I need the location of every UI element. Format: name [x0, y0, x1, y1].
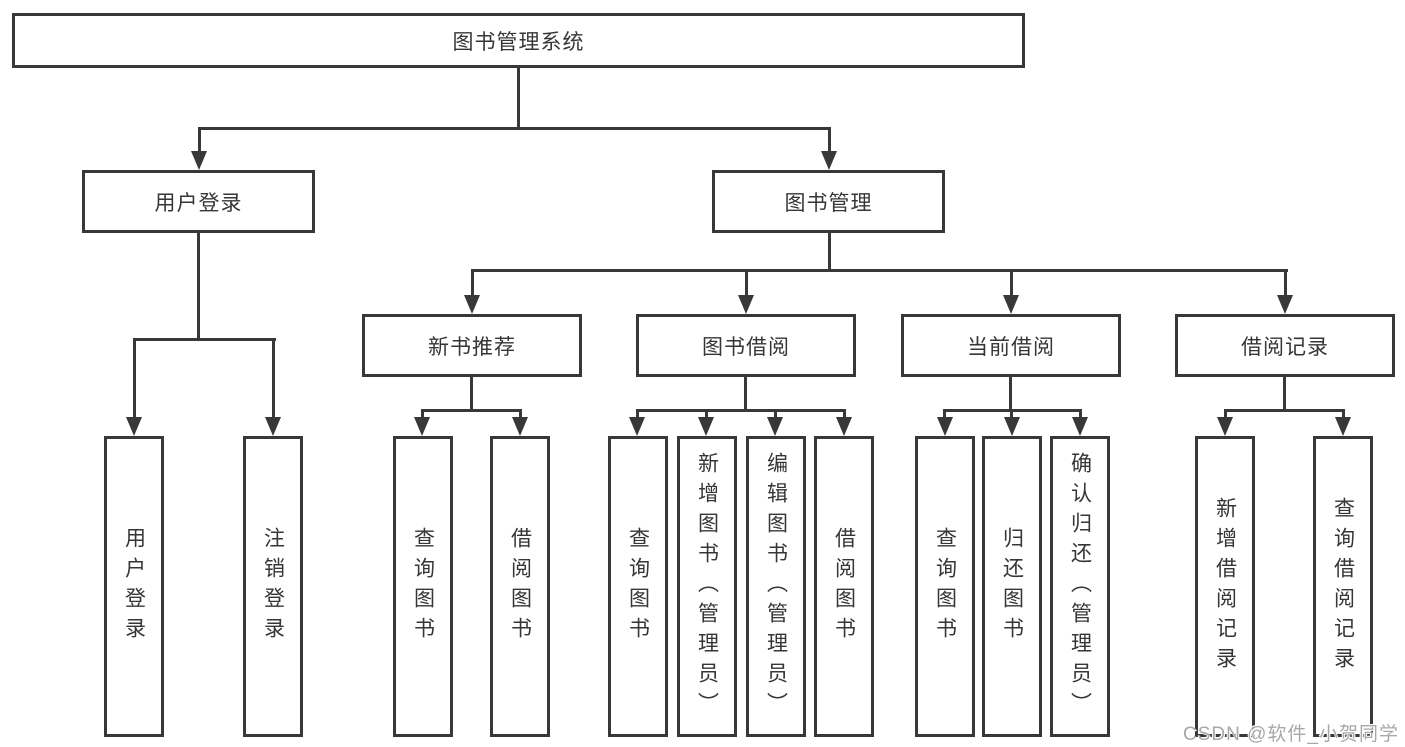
connector-line	[843, 409, 846, 419]
connector-line	[828, 127, 831, 153]
leaf-query-books-current: 查询图书	[915, 436, 975, 737]
leaf-label: 借阅图书	[508, 526, 532, 647]
node-user-login: 用户登录	[82, 170, 315, 233]
connector-line	[1224, 409, 1345, 412]
leaf-add-borrow-record: 新增借阅记录	[1195, 436, 1255, 737]
node-current-borrowing: 当前借阅	[901, 314, 1121, 377]
arrow-down-icon	[1072, 417, 1088, 436]
node-book-borrowing: 图书借阅	[636, 314, 856, 377]
connector-line	[1010, 409, 1013, 419]
connector-line	[133, 338, 276, 341]
connector-line	[1284, 269, 1287, 297]
connector-line	[1342, 409, 1345, 419]
arrow-down-icon	[1004, 417, 1020, 436]
leaf-borrow-books: 借阅图书	[814, 436, 874, 737]
arrow-down-icon	[512, 417, 528, 436]
leaf-logout: 注销登录	[243, 436, 303, 737]
arrow-down-icon	[937, 417, 953, 436]
connector-line	[744, 377, 747, 411]
arrow-down-icon	[191, 151, 207, 170]
connector-line	[470, 377, 473, 411]
connector-line	[421, 409, 522, 412]
connector-line	[745, 269, 748, 297]
leaf-return-books: 归还图书	[982, 436, 1042, 737]
leaf-add-books-admin: 新增图书（管理员）	[677, 436, 737, 737]
leaf-user-login: 用户登录	[104, 436, 164, 737]
connector-line	[471, 269, 1288, 272]
node-label: 图书管理系统	[452, 30, 585, 54]
connector-line	[198, 127, 201, 153]
leaf-label: 确认归还（管理员）	[1068, 451, 1092, 722]
leaf-query-books-borrowing: 查询图书	[608, 436, 668, 737]
leaf-query-books-recommend: 查询图书	[393, 436, 453, 737]
connector-line	[421, 409, 424, 419]
leaf-label: 归还图书	[1000, 526, 1024, 647]
connector-line	[471, 269, 474, 297]
connector-line	[517, 68, 520, 128]
connector-line	[1010, 269, 1013, 297]
connector-line	[636, 409, 846, 412]
arrow-down-icon	[1277, 295, 1293, 314]
connector-line	[636, 409, 639, 419]
node-new-book-recommendation: 新书推荐	[362, 314, 582, 377]
arrow-down-icon	[1335, 417, 1351, 436]
node-label: 新书推荐	[428, 335, 516, 359]
arrow-down-icon	[767, 417, 783, 436]
arrow-down-icon	[836, 417, 852, 436]
connector-line	[774, 409, 777, 419]
connector-line	[1283, 377, 1286, 411]
leaf-edit-books-admin: 编辑图书（管理员）	[746, 436, 806, 737]
arrow-down-icon	[464, 295, 480, 314]
node-label: 借阅记录	[1241, 335, 1329, 359]
arrow-down-icon	[126, 417, 142, 436]
connector-line	[1079, 409, 1082, 419]
node-label: 当前借阅	[967, 335, 1055, 359]
connector-line	[1224, 409, 1227, 419]
connector-line	[828, 233, 831, 271]
csdn-watermark: CSDN @软件_小贺同学	[1183, 724, 1399, 745]
leaf-label: 查询图书	[411, 526, 435, 647]
leaf-borrow-books-recommend: 借阅图书	[490, 436, 550, 737]
leaf-label: 编辑图书（管理员）	[764, 451, 788, 722]
node-library-management-system: 图书管理系统	[12, 13, 1025, 68]
node-book-management: 图书管理	[712, 170, 945, 233]
node-label: 图书借阅	[702, 335, 790, 359]
arrow-down-icon	[629, 417, 645, 436]
arrow-down-icon	[738, 295, 754, 314]
leaf-label: 用户登录	[122, 526, 146, 647]
leaf-label: 查询图书	[933, 526, 957, 647]
connector-line	[197, 233, 200, 340]
node-label: 用户登录	[154, 191, 243, 215]
arrow-down-icon	[1003, 295, 1019, 314]
arrow-down-icon	[265, 417, 281, 436]
leaf-label: 查询图书	[626, 526, 650, 647]
arrow-down-icon	[414, 417, 430, 436]
leaf-label: 新增借阅记录	[1213, 496, 1237, 677]
arrow-down-icon	[1217, 417, 1233, 436]
node-label: 图书管理	[784, 191, 873, 215]
connector-line	[1009, 377, 1012, 411]
connector-line	[198, 127, 831, 130]
leaf-query-borrow-record: 查询借阅记录	[1313, 436, 1373, 737]
leaf-label: 借阅图书	[832, 526, 856, 647]
connector-line	[519, 409, 522, 419]
arrow-down-icon	[821, 151, 837, 170]
node-borrowing-records: 借阅记录	[1175, 314, 1395, 377]
leaf-label: 新增图书（管理员）	[695, 451, 719, 722]
leaf-label: 查询借阅记录	[1331, 496, 1355, 677]
connector-line	[272, 338, 275, 419]
connector-line	[943, 409, 946, 419]
leaf-label: 注销登录	[261, 526, 285, 647]
connector-line	[705, 409, 708, 419]
arrow-down-icon	[698, 417, 714, 436]
leaf-confirm-return-admin: 确认归还（管理员）	[1050, 436, 1110, 737]
connector-line	[133, 338, 136, 419]
